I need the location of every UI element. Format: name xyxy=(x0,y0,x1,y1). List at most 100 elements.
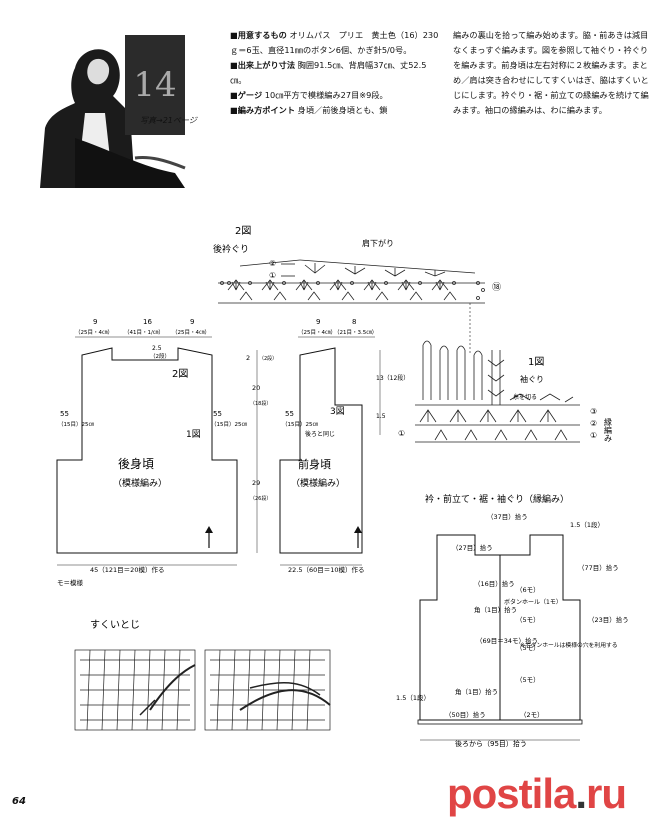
back-top-left-sub: （25目・4㎝） xyxy=(75,329,113,336)
diagram2-chain-dots xyxy=(220,281,485,300)
front-fig3: 3図 xyxy=(330,406,345,417)
diagram1-sleeve-label: 袖ぐり xyxy=(520,374,544,384)
front-top-right: 8 xyxy=(352,318,356,326)
back-top-left: 9 xyxy=(93,318,97,326)
materials-line: ■用意するもの オリムパス プリエ 黄土色（16）230ｇ＝6玉、直径11㎜のボ… xyxy=(230,28,440,58)
knitting-diagrams: 2図 後衿ぐり 肩下がり ② ① ⑱ xyxy=(56,225,629,748)
diagram1-title: 1図 xyxy=(528,356,544,368)
page-number: 64 xyxy=(12,796,26,807)
edging-f5a: （5モ） xyxy=(516,616,540,624)
back-side-left-sub: （15目）25㎝ xyxy=(58,421,94,428)
materials-label: ■用意するもの xyxy=(230,30,287,40)
size-label: ■出来上がり寸法 xyxy=(230,60,296,70)
edging-corner1: 角（1目）拾う xyxy=(474,605,517,614)
front-height-mid: 13（12段） xyxy=(376,374,409,382)
sukui-title: すくいとじ xyxy=(90,619,140,631)
watermark: postila.ru xyxy=(447,770,627,818)
diagram1-edge-label: 縁編み xyxy=(604,417,613,442)
points-text: 身頃／前後身頃とも、鎖 xyxy=(297,105,388,115)
front-side-sub: （15目）25㎝ xyxy=(282,421,318,428)
edging-bh-note: ※ボタンホールは模様の穴を利用する xyxy=(520,641,618,649)
front-direction-arrowhead xyxy=(354,526,362,533)
diagram2-shoulder-label: 肩下がり xyxy=(362,238,394,248)
front-side: 55 xyxy=(285,410,294,418)
photo-number: 14 xyxy=(133,65,177,105)
front-bodice-outline xyxy=(279,347,363,554)
diagram2-title: 2図 xyxy=(235,225,251,237)
edging-buttonhole: ボタンホール（1モ） xyxy=(504,598,562,606)
diagram2-neck-label: 後衿ぐり xyxy=(213,243,249,255)
back-top-right-sub: （25目・4㎝） xyxy=(172,329,210,336)
back-bottom-note: モ＝模様 xyxy=(57,578,84,587)
gauge-line: ■ゲージ 10㎝平方で模様編み27目※9段。 xyxy=(230,88,440,103)
edging-bottom-pick: 後ろから（95目）拾う xyxy=(455,739,527,748)
edging-bottom-band xyxy=(417,719,583,725)
back-side-left: 55 xyxy=(60,410,69,418)
front-top-right-sub: （21目・3.5㎝） xyxy=(334,329,377,336)
front-height-total: 1.5 xyxy=(376,413,386,420)
points-line: ■編み方ポイント 身頃／前後身頃とも、鎖 xyxy=(230,103,440,118)
instructions-column-2: 編みの裏山を拾って編み始めます。脇・前あきは減目なくまっすぐ編みます。図を参照し… xyxy=(453,30,649,115)
back-direction-arrowhead xyxy=(205,526,213,533)
center-measure-c-sub: （26段） xyxy=(250,495,271,502)
edging-f16: （16目）拾う xyxy=(474,579,515,588)
center-measure-c: 29 xyxy=(252,479,260,487)
size-line: ■出来上がり寸法 胸囲91.5㎝、背肩幅37㎝、丈52.5㎝。 xyxy=(230,58,440,88)
diagram1-thread-cut: 糸を切る xyxy=(513,393,537,401)
back-bodice-outline xyxy=(56,347,238,554)
watermark-dot: . xyxy=(575,770,587,817)
edging-right-top: 1.5（1段） xyxy=(570,520,604,529)
back-fig1: 1図 xyxy=(186,429,201,440)
watermark-main: postila xyxy=(447,770,576,817)
diagram1-row-1: ① xyxy=(590,431,597,440)
front-bottom: 22.5（60目＝10模）作る xyxy=(288,565,365,574)
front-dimension-labels: 9 （25目・4㎝） 8 （21目・3.5㎝） xyxy=(298,318,377,336)
diagram2-fans xyxy=(227,263,457,301)
diagram1-row-2: ② xyxy=(590,419,597,428)
edging-corner2: 角（1目）拾う xyxy=(455,687,498,696)
edging-f5b: （5モ） xyxy=(516,644,540,652)
diagram1-row-3: ③ xyxy=(590,407,597,416)
edging-f69: （69目＝34モ）拾う xyxy=(476,636,538,645)
back-top-mid: 16 xyxy=(143,318,152,326)
watermark-tld: ru xyxy=(586,770,627,817)
points-label: ■編み方ポイント xyxy=(230,105,296,115)
back-bottom: 45（121目＝20模）作る xyxy=(90,565,164,574)
back-neck-drop-sub: （2段） xyxy=(150,352,170,360)
front-same-note: 後ろと同じ xyxy=(305,430,335,438)
edging-f23: （23目）拾う xyxy=(588,615,629,624)
edging-right-side: （77目）拾う xyxy=(578,563,619,572)
diagram1-left-row-1: ① xyxy=(398,429,405,438)
edging-f6: （6モ） xyxy=(516,586,540,594)
sukui-illustration xyxy=(74,649,331,731)
photo-caption: 写真→21ページ xyxy=(140,116,197,125)
back-side-right: 55 xyxy=(213,410,222,418)
gauge-text: 10㎝平方で模様編み27目※9段。 xyxy=(264,90,388,100)
back-top-right: 9 xyxy=(190,318,194,326)
back-fig2: 2図 xyxy=(172,368,188,380)
back-neck-drop: 2.5 xyxy=(152,345,162,352)
center-measure-a: 2 xyxy=(246,354,250,362)
edging-neck-pick: （37目）拾う xyxy=(487,512,528,521)
instructions-column-1: ■用意するもの オリムパス プリエ 黄土色（16）230ｇ＝6玉、直径11㎜のボ… xyxy=(230,28,440,118)
front-name: 前身頃 xyxy=(298,457,331,471)
center-measures: 2 （2段） 20 （18段） 29 （26段） xyxy=(246,350,277,553)
front-pattern: （模様編み） xyxy=(291,477,345,489)
diagram2-mark-2: ② xyxy=(269,259,276,268)
diagram2-chart xyxy=(218,259,485,304)
gauge-label: ■ゲージ xyxy=(230,90,263,100)
back-side-right-sub: （15目）25㎝ xyxy=(211,421,247,428)
materials-text: オリムパス プリエ 黄土色（16）230ｇ＝6玉、直径11㎜のボタン6個、かぎ針… xyxy=(230,30,439,55)
front-top-left: 9 xyxy=(316,318,320,326)
edging-title: 衿・前立て・裾・袖ぐり（縁編み） xyxy=(425,493,569,505)
size-text: 胸囲91.5㎝、背肩幅37㎝、丈52.5㎝。 xyxy=(230,60,427,85)
back-pattern: （模様編み） xyxy=(113,477,167,489)
center-measure-b-sub: （18段） xyxy=(250,400,271,407)
edging-left-neck: （27目）拾う xyxy=(452,543,493,552)
center-measure-a-sub: （2段） xyxy=(259,355,277,362)
diagram1-chart xyxy=(415,340,580,443)
diagram2-mark-1: ① xyxy=(269,271,276,280)
center-measure-b: 20 xyxy=(252,384,260,392)
edging-f50: （50目）拾う xyxy=(445,710,486,719)
front-top-left-sub: （25目・4㎝） xyxy=(298,329,336,336)
